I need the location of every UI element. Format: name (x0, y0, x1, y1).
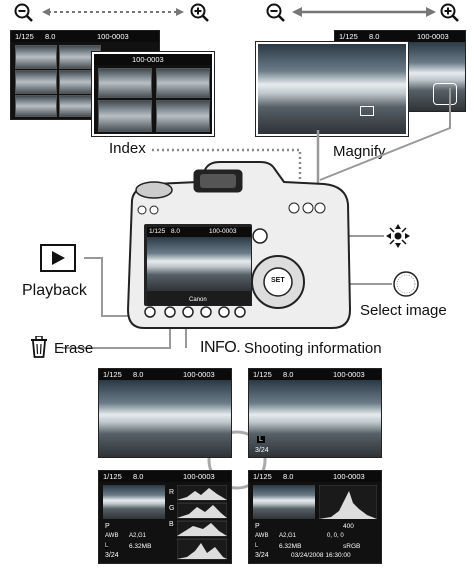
photo-thumbnail (253, 485, 315, 519)
photo (147, 237, 251, 291)
aperture-text: 8.0 (133, 370, 144, 379)
display-shooting-info: 1/125 8.0 100-0003 P 400 AWB A2,G1 0, 0, 0… (248, 470, 382, 564)
hist-r-label: R (169, 489, 175, 496)
magnify-area-box (360, 106, 374, 116)
mode-text: P (255, 523, 260, 530)
thumbnail (15, 95, 57, 117)
file-number-text: 100-0003 (132, 55, 164, 64)
zoom-in-icon (440, 3, 459, 22)
magnify-screen-front (255, 41, 409, 137)
photo (249, 380, 381, 457)
index-screen-9: 100-0003 (91, 51, 215, 137)
aperture-text: 8.0 (369, 32, 380, 41)
shutter-text: 1/125 (149, 228, 166, 235)
erase-label: Erase (54, 340, 94, 357)
zoom-out-icon (266, 3, 285, 22)
shutter-text: 1/125 (253, 472, 272, 481)
thumbnail (15, 70, 57, 94)
file-number-text: 100-0003 (333, 370, 365, 379)
iso-text: 400 (343, 523, 354, 530)
photo (99, 380, 231, 457)
playback-label: Playback (22, 282, 87, 299)
thumbnail (98, 68, 152, 98)
magnify-position-icon (433, 83, 457, 105)
brand-logo: Canon (189, 297, 207, 303)
quality-text: L (105, 543, 109, 549)
thumbnail (15, 45, 57, 69)
magnify-zoom-indicator (266, 3, 459, 22)
dial-icon[interactable] (392, 270, 420, 298)
file-number-text: 100-0003 (183, 370, 215, 379)
shutter-text: 1/125 (339, 32, 358, 41)
photo-thumbnail (103, 485, 165, 519)
playback-icon[interactable] (40, 244, 76, 272)
photo (258, 44, 406, 134)
zoom-out-icon (14, 3, 33, 22)
select-image-label: Select image (360, 302, 447, 319)
counter-text: 3/24 (255, 447, 269, 454)
white-balance-text: AWB (105, 533, 119, 539)
brightness-histogram (319, 485, 377, 519)
quality-text: L (257, 436, 265, 443)
display-basic-quality: 1/125 8.0 100-0003 L 3/24 (248, 368, 382, 458)
multi-controller-icon[interactable] (386, 224, 410, 248)
shutter-text: 1/125 (103, 472, 122, 481)
shooting-information-label: Shooting information (244, 340, 382, 357)
camera-lcd: 1/125 8.0 100-0003 Canon (146, 226, 252, 306)
counter-text: 3/24 (255, 552, 269, 559)
color-space-text: sRGB (343, 543, 361, 550)
info-button-label[interactable]: INFO. (200, 339, 241, 356)
file-size-text: 6.32MB (279, 543, 302, 550)
rgb-histogram (177, 485, 227, 560)
picture-style-text: A2,G1 (279, 533, 297, 539)
display-basic: 1/125 8.0 100-0003 (98, 368, 232, 458)
aperture-text: 8.0 (283, 370, 294, 379)
shutter-text: 1/125 (253, 370, 272, 379)
file-number-text: 100-0003 (209, 228, 237, 235)
quality-text: L (255, 543, 259, 549)
white-balance-text: AWB (255, 533, 269, 539)
shutter-text: 1/125 (103, 370, 122, 379)
hist-b-label: B (169, 521, 174, 528)
datetime-text: 03/24/2008 16:30:00 (291, 552, 351, 559)
style-values-text: 0, 0, 0 (327, 533, 344, 539)
file-number-text: 100-0003 (183, 472, 215, 481)
file-number-text: 100-0003 (333, 472, 365, 481)
display-rgb-histogram: 1/125 8.0 100-0003 R G B P AWB A2,G1 L 6.3… (98, 470, 232, 564)
shutter-text: 1/125 (15, 32, 34, 41)
picture-style-text: A2,G1 (129, 533, 147, 539)
index-zoom-indicator (14, 3, 209, 22)
set-button[interactable]: SET (271, 277, 285, 284)
magnify-label: Magnify (333, 143, 386, 160)
index-label: Index (109, 140, 146, 157)
mode-text: P (105, 523, 110, 530)
counter-text: 3/24 (105, 552, 119, 559)
erase-icon[interactable] (30, 336, 48, 358)
aperture-text: 8.0 (171, 228, 181, 235)
file-number-text: 100-0003 (417, 32, 449, 41)
thumbnail (156, 68, 210, 98)
hist-g-label: G (169, 505, 175, 512)
file-size-text: 6.32MB (129, 543, 152, 550)
aperture-text: 8.0 (133, 472, 144, 481)
zoom-in-icon (190, 3, 209, 22)
thumbnail (98, 100, 152, 132)
thumbnail (156, 100, 210, 132)
file-number-text: 100-0003 (97, 32, 129, 41)
aperture-text: 8.0 (45, 32, 56, 41)
aperture-text: 8.0 (283, 472, 294, 481)
